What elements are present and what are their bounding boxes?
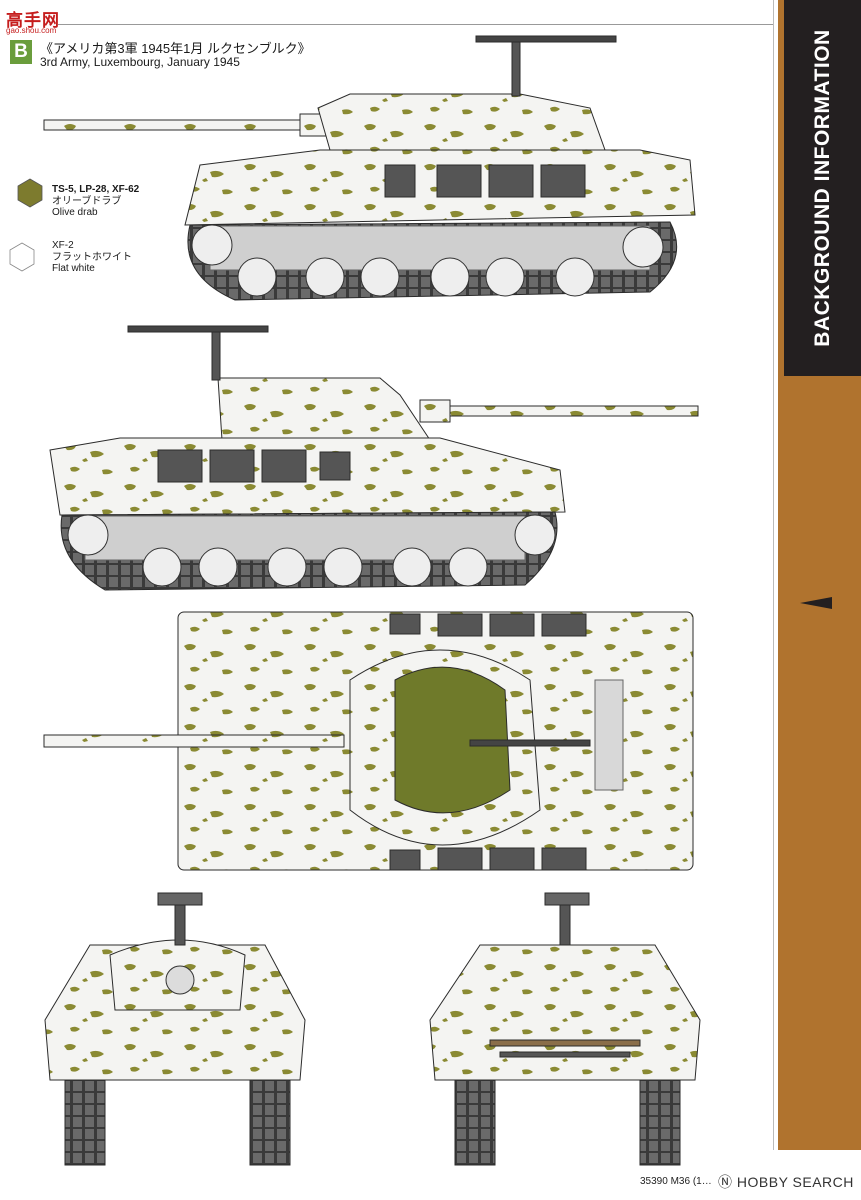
header-rule [58,24,773,25]
watermark-brand: Ⓝ HOBBY SEARCH [718,1174,854,1190]
main-gun-barrel [439,405,699,417]
scheme-title-en: 3rd Army, Luxembourg, January 1945 [40,55,240,69]
watermark-logo: 高手网 [6,11,60,30]
top-view [43,611,694,871]
hull-rear [429,944,701,1081]
margin-rule [773,0,774,1150]
machine-gun [469,739,591,747]
side-view-right [49,325,699,591]
paint-swatch-white: XF-2 フラットホワイト Flat white [52,240,132,275]
paint-codes: TS-5, LP-28, XF-62 [52,184,140,195]
paint-name-jp: フラットホワイト [52,251,132,263]
main-gun-barrel [43,734,345,748]
sidebar-title-block [784,0,861,376]
paint-name-en: Flat white [52,263,95,274]
page-arrow-icon [800,597,832,609]
main-gun-barrel [43,119,325,131]
machine-gun [475,35,617,43]
turret [317,93,606,151]
hull [49,437,566,516]
paint-codes: XF-2 [52,240,74,251]
scheme-badge: B [10,40,32,64]
paint-swatch-olive: TS-5, LP-28, XF-62 オリーブドラブ Olive drab [52,184,139,219]
front-view [44,892,306,1166]
machine-gun [127,325,269,333]
turret-interior [394,666,511,814]
page-code: 35390 M36 (1… [640,1176,712,1187]
rear-view [429,892,701,1166]
scheme-title-jp: 《アメリカ第3軍 1945年1月 ルクセンブルク》 [40,41,311,56]
turret [217,377,431,441]
side-view-left [43,35,696,301]
watermark-url: gao.shou.com [6,26,57,35]
paint-name-jp: オリーブドラブ [52,195,122,207]
paint-name-en: Olive drab [52,207,98,218]
